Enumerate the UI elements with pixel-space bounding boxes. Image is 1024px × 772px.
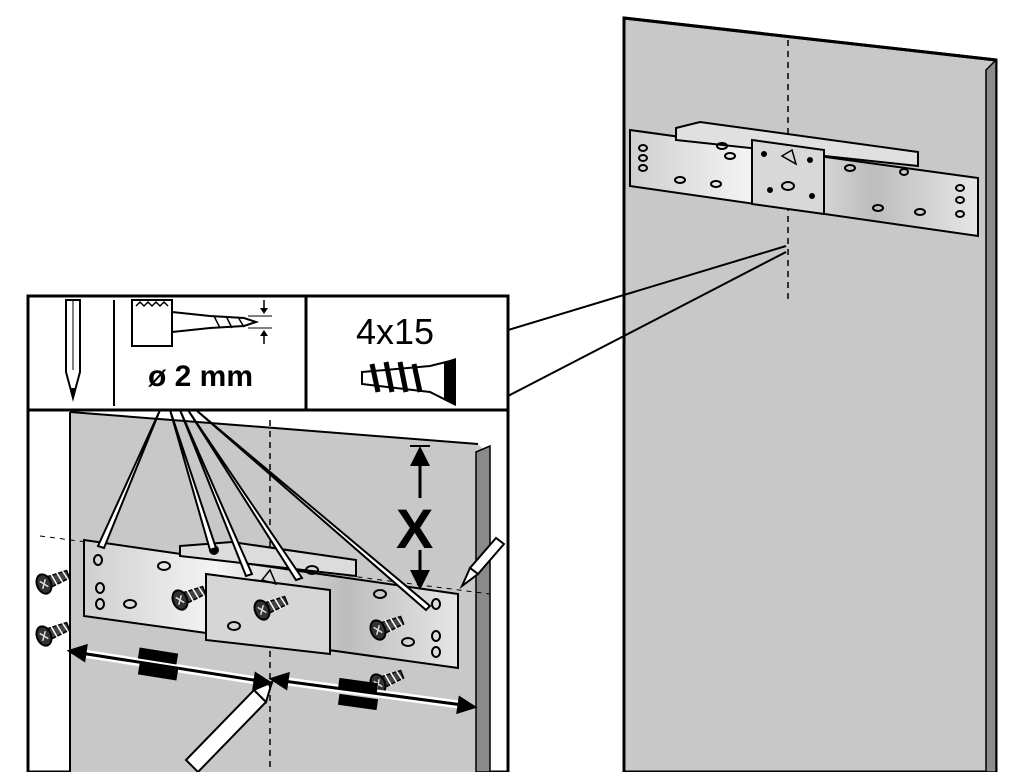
equal-spacing-arrows xyxy=(66,643,478,715)
mounting-bracket xyxy=(629,120,979,238)
drill-diameter-label: ø 2 mm xyxy=(148,360,253,393)
screw-icon xyxy=(361,358,456,406)
marking-pencil-icon-2 xyxy=(459,536,506,590)
height-label: X xyxy=(396,497,433,560)
drill-pointer-lines xyxy=(96,409,432,612)
drill-icon xyxy=(131,299,272,347)
screw-size-label: 4x15 xyxy=(356,311,434,352)
pencil-icon xyxy=(65,299,81,402)
height-dimension-arrow xyxy=(396,445,444,590)
callout-lines xyxy=(507,245,787,397)
